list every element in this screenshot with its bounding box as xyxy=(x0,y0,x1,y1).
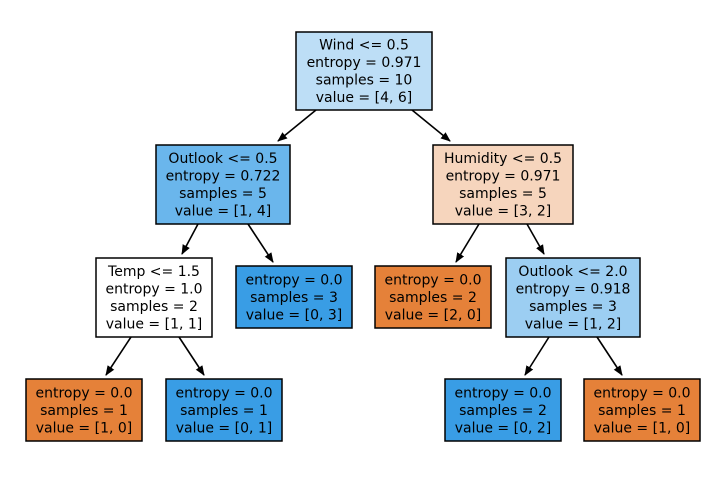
node-text-rr-left-line-0: entropy = 0.0 xyxy=(454,385,551,401)
node-text-right-line-3: value = [3, 2] xyxy=(455,204,552,220)
node-box-right xyxy=(432,144,574,225)
node-text-left-right-line-1: samples = 3 xyxy=(250,290,338,306)
edge-arrow-root-to-left xyxy=(277,109,317,142)
node-text-left-line-1: entropy = 0.722 xyxy=(166,169,281,185)
node-box-left-right xyxy=(235,265,353,329)
node-text-right-right-line-2: samples = 3 xyxy=(529,299,617,315)
node-text-left-left-line-0: Temp <= 1.5 xyxy=(107,264,200,280)
node-box-rr-right xyxy=(583,378,701,442)
node-box-left xyxy=(155,144,291,225)
edge-arrow-left-to-left-left xyxy=(181,223,199,255)
node-text-right-left-line-0: entropy = 0.0 xyxy=(384,272,481,288)
node-text-ll-right-line-0: entropy = 0.0 xyxy=(175,385,272,401)
node-box-root xyxy=(295,31,433,111)
node-text-left-line-0: Outlook <= 0.5 xyxy=(168,151,277,167)
node-box-rr-left xyxy=(444,378,562,442)
node-box-right-right xyxy=(505,257,641,338)
node-text-ll-left-line-0: entropy = 0.0 xyxy=(35,385,132,401)
node-text-root-line-3: value = [4, 6] xyxy=(316,90,413,106)
node-text-ll-right-line-1: samples = 1 xyxy=(180,403,268,419)
edge-arrow-left-left-to-ll-right xyxy=(178,336,205,376)
node-text-ll-right-line-2: value = [0, 1] xyxy=(176,420,273,436)
node-box-left-left xyxy=(95,257,213,338)
node-text-ll-left-line-2: value = [1, 0] xyxy=(36,420,133,436)
node-box-right-left xyxy=(374,265,492,329)
node-text-ll-left-line-1: samples = 1 xyxy=(40,403,128,419)
edge-arrow-right-to-right-left xyxy=(455,223,480,263)
node-text-rr-left-line-2: value = [0, 2] xyxy=(455,420,552,436)
node-text-rr-left-line-1: samples = 2 xyxy=(459,403,547,419)
node-text-right-line-2: samples = 5 xyxy=(459,186,547,202)
node-text-right-line-0: Humidity <= 0.5 xyxy=(444,151,562,167)
node-text-rr-right-line-2: value = [1, 0] xyxy=(594,420,691,436)
node-text-left-line-2: samples = 5 xyxy=(179,186,267,202)
edge-arrow-right-right-to-rr-right xyxy=(596,336,623,376)
node-text-left-left-line-3: value = [1, 1] xyxy=(106,317,203,333)
node-text-right-line-1: entropy = 0.971 xyxy=(446,169,561,185)
node-text-right-left-line-2: value = [2, 0] xyxy=(385,307,482,323)
node-text-root-line-0: Wind <= 0.5 xyxy=(319,38,409,54)
node-text-left-left-line-1: entropy = 1.0 xyxy=(105,282,202,298)
node-text-right-left-line-1: samples = 2 xyxy=(389,290,477,306)
node-text-left-line-3: value = [1, 4] xyxy=(175,204,272,220)
node-text-right-right-line-1: entropy = 0.918 xyxy=(516,282,631,298)
edges-layer xyxy=(105,109,623,376)
edge-arrow-left-to-left-right xyxy=(247,223,274,263)
node-text-left-right-line-0: entropy = 0.0 xyxy=(245,272,342,288)
node-text-root-line-2: samples = 10 xyxy=(316,73,413,89)
node-text-rr-right-line-0: entropy = 0.0 xyxy=(593,385,690,401)
edge-arrow-right-to-right-right xyxy=(526,223,545,255)
edge-arrow-right-right-to-rr-left xyxy=(524,336,550,376)
node-text-left-left-line-2: samples = 2 xyxy=(110,299,198,315)
edge-arrow-left-left-to-ll-left xyxy=(105,336,132,376)
node-text-left-right-line-2: value = [0, 3] xyxy=(246,307,343,323)
edge-arrow-root-to-right xyxy=(411,109,451,142)
node-box-ll-left xyxy=(25,378,143,442)
node-text-right-right-line-3: value = [1, 2] xyxy=(525,317,622,333)
node-text-root-line-1: entropy = 0.971 xyxy=(307,55,422,71)
node-text-rr-right-line-1: samples = 1 xyxy=(598,403,686,419)
node-text-right-right-line-0: Outlook <= 2.0 xyxy=(518,264,627,280)
node-box-ll-right xyxy=(165,378,283,442)
